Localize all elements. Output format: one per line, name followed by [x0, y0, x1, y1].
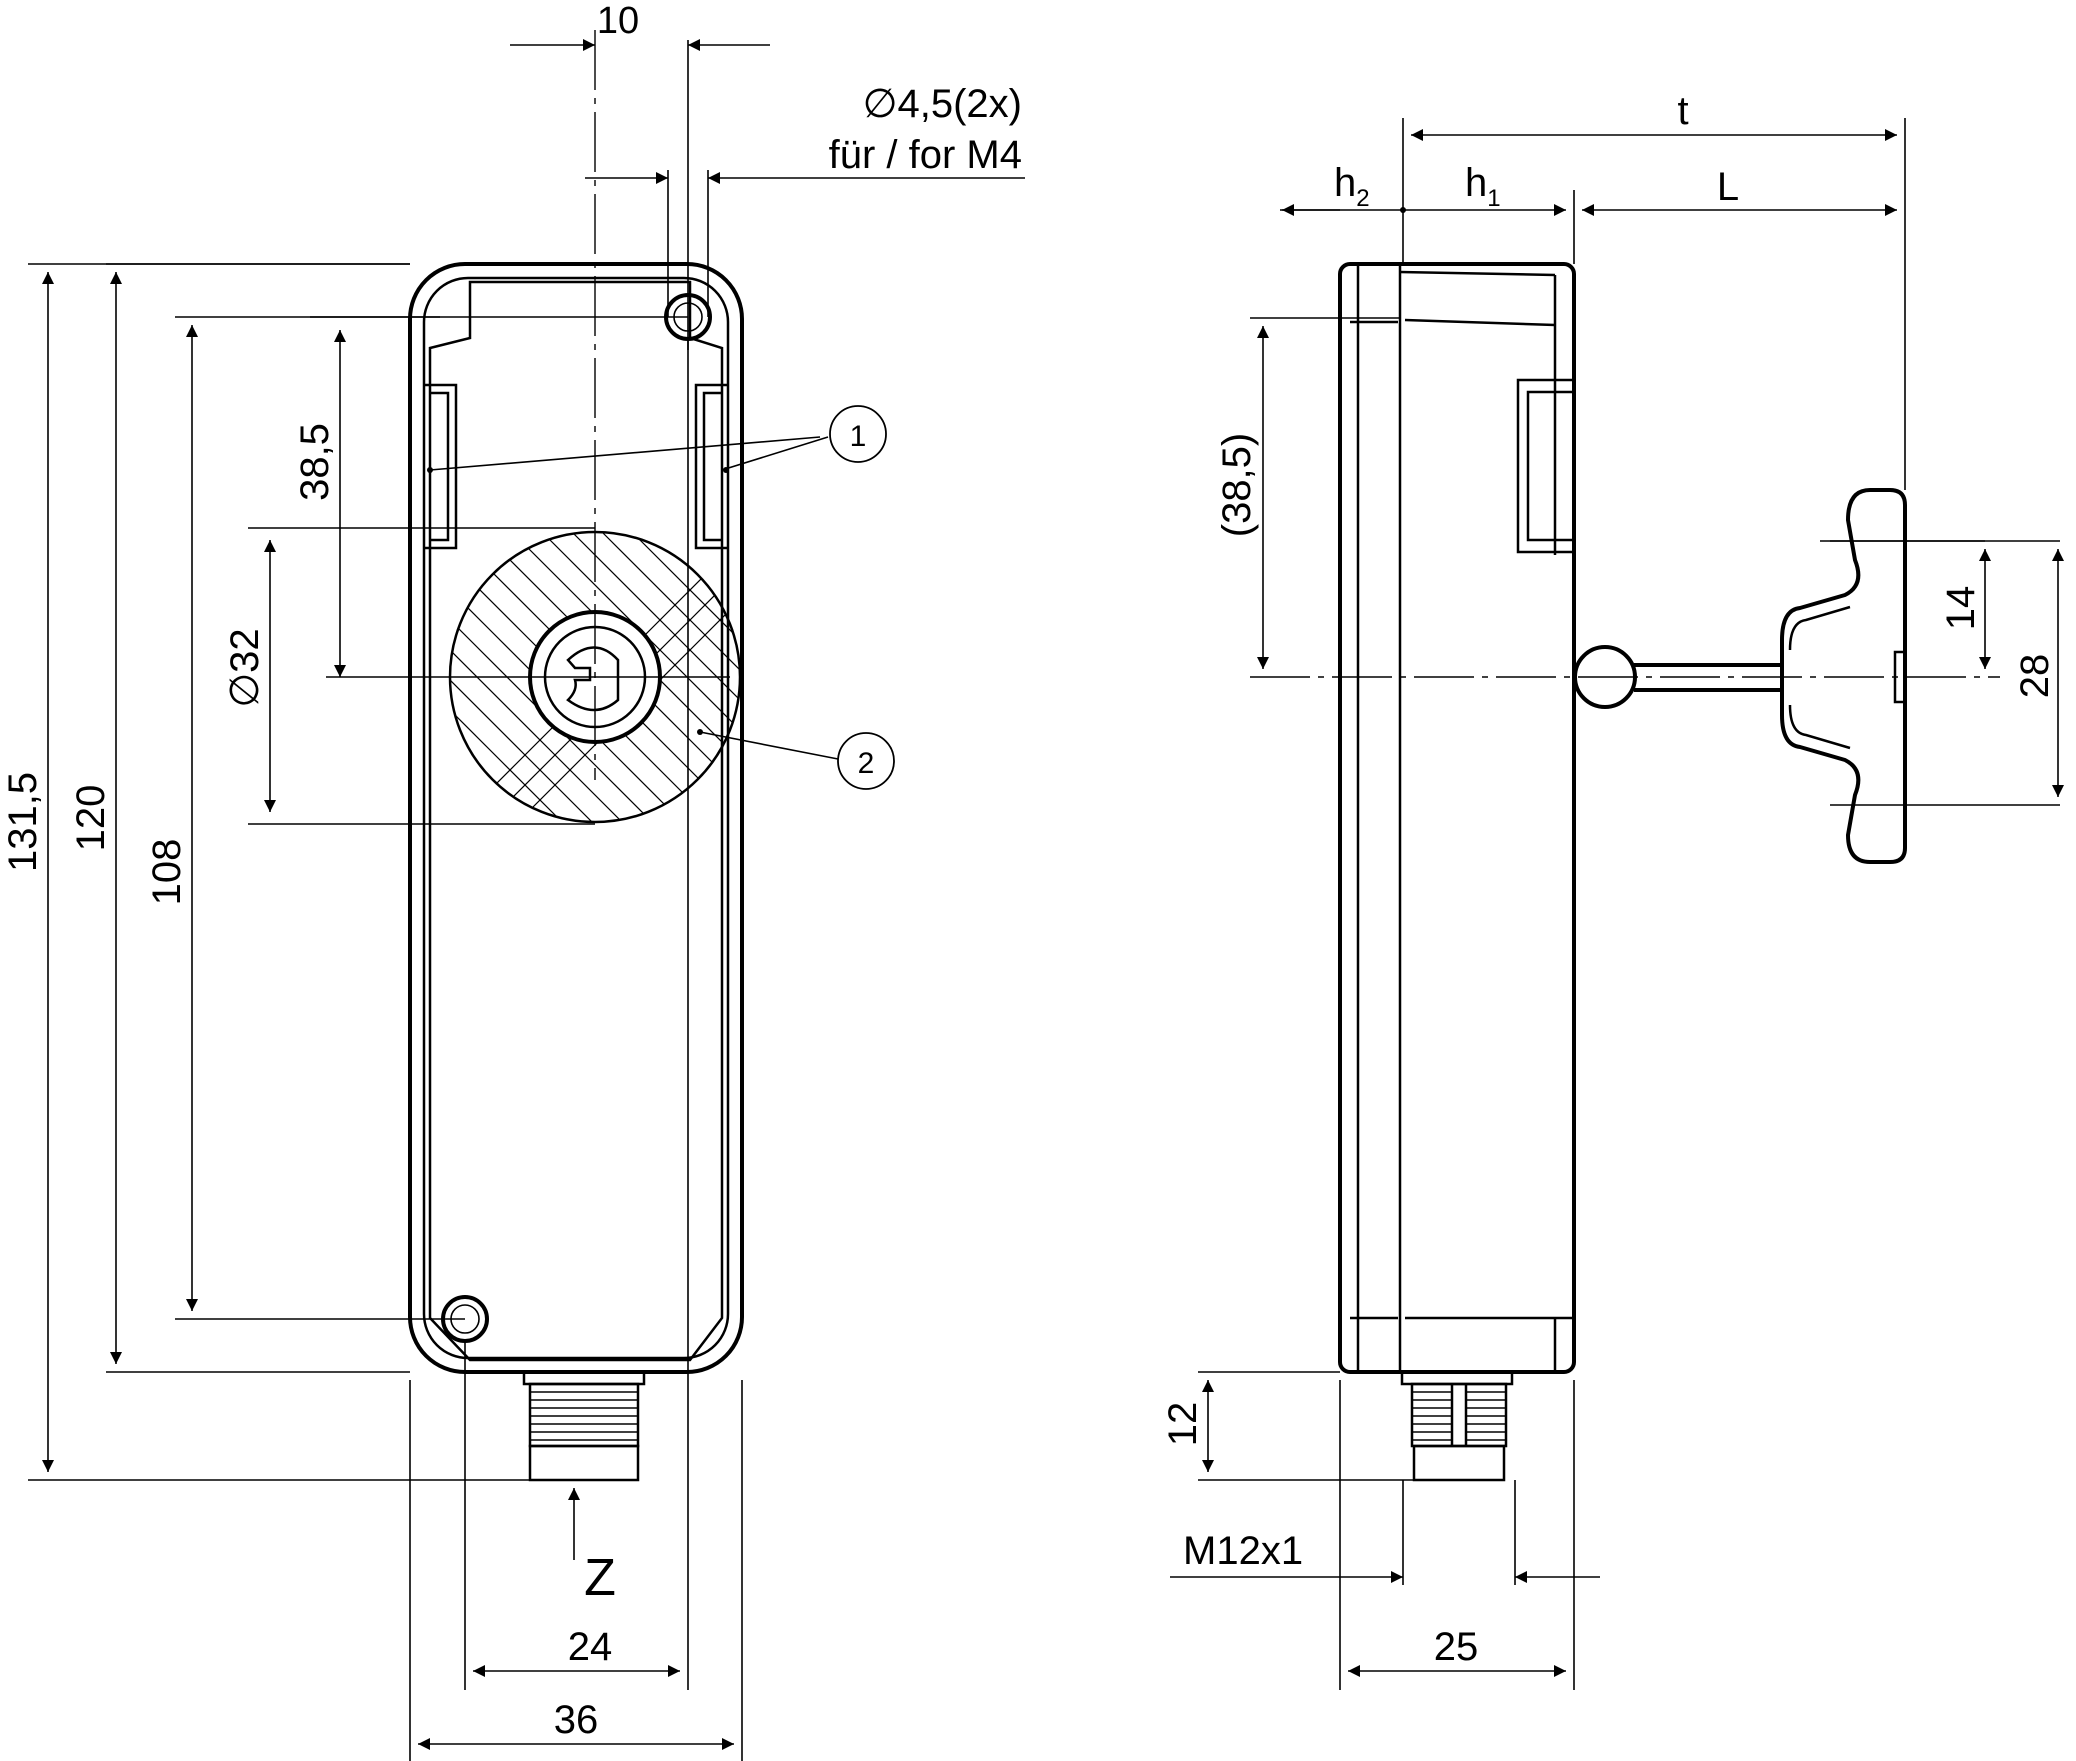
dim-h1: h1: [1465, 161, 1501, 212]
dim-14: 14: [1939, 586, 1983, 631]
dim-h2: h2: [1334, 161, 1370, 212]
front-view: 10 ∅4,5(2x) für / for M4 38,5 ∅32 131,5 …: [1, 0, 1025, 1761]
dim-36: 36: [554, 1698, 599, 1742]
dim-t: t: [1677, 89, 1688, 133]
dim-10: 10: [597, 0, 639, 42]
callout-2-circle: [837, 732, 895, 790]
actuator-side: [1573, 488, 1907, 864]
dim-38-5-ref: (38,5): [1215, 433, 1259, 538]
side-view: t h2 h1 L (38,5) 14 28 12 M12x1 25: [1161, 89, 2064, 1690]
callout-2: 2: [858, 747, 875, 780]
dim-38-5: 38,5: [293, 423, 337, 501]
extension-lines: [28, 40, 743, 1761]
m12-connector-side: [1400, 1370, 1514, 1482]
actuator-key: [566, 646, 620, 712]
hole-note-line1: ∅4,5(2x): [863, 82, 1022, 126]
side-housing-outline: [1338, 262, 1576, 1374]
dim-131-5: 131,5: [1, 772, 45, 872]
dim-108: 108: [145, 839, 189, 906]
dim-12: 12: [1161, 1402, 1205, 1447]
dim-24: 24: [568, 1625, 613, 1669]
slot-left: [424, 383, 458, 550]
dim-120: 120: [69, 785, 113, 852]
hole-note-line2: für / for M4: [829, 133, 1022, 177]
actuator-head: [1780, 488, 1907, 864]
side-slot: [1516, 378, 1574, 554]
thread-label: M12x1: [1183, 1529, 1303, 1573]
dim-L: L: [1717, 165, 1739, 209]
housing-inner-outline: [422, 276, 730, 1360]
slot-right: [694, 383, 728, 550]
housing-inner-panel: [428, 280, 724, 1362]
callout-1-circle: [829, 405, 887, 463]
dim-28: 28: [2013, 654, 2057, 699]
view-arrow-z: Z: [584, 1549, 616, 1607]
dim-25: 25: [1434, 1625, 1479, 1669]
m12-connector-front: [522, 1370, 646, 1482]
housing-outline: [408, 262, 744, 1374]
side-extension-lines: [1198, 118, 2060, 1690]
callout-1: 1: [850, 420, 867, 453]
dim-dia-32: ∅32: [223, 628, 267, 707]
